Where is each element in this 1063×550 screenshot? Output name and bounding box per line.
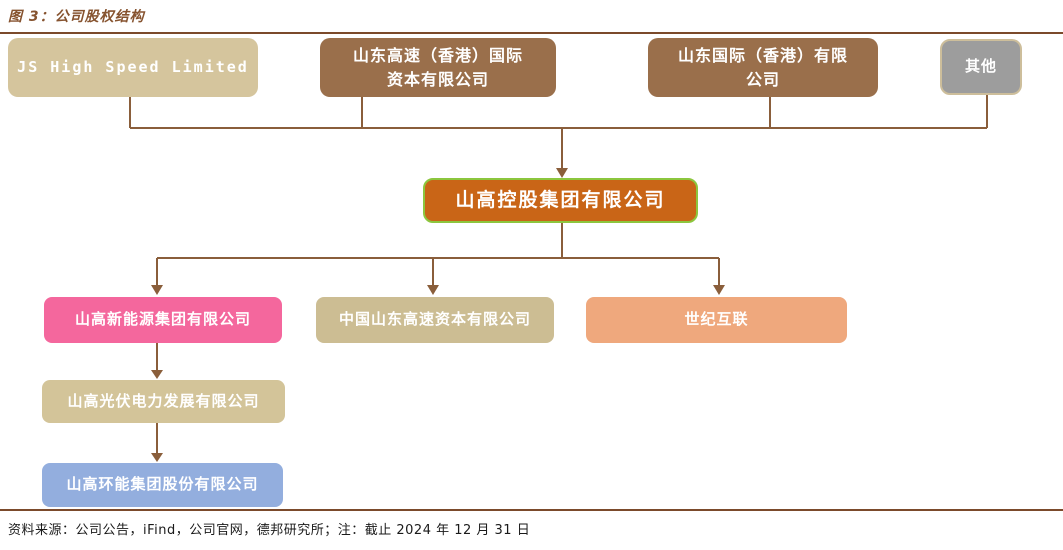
bottom-divider — [0, 509, 1063, 511]
org-box-china-sdgs-capital: 中国山东高速资本有限公司 — [316, 297, 554, 343]
figure-title: 图 3：公司股权结构 — [8, 9, 145, 25]
org-box-label: 山东国际（香港）有限公司 — [677, 46, 848, 89]
org-box-label: 山东高速（香港）国际资本有限公司 — [352, 46, 523, 89]
org-box-holding: 山高控股集团有限公司 — [423, 178, 698, 223]
org-box-label: 山高新能源集团有限公司 — [74, 310, 251, 329]
org-box-huanneng: 山高环能集团股份有限公司 — [42, 463, 283, 507]
org-box-pv-power: 山高光伏电力发展有限公司 — [42, 380, 285, 423]
org-box-label: 世纪互联 — [684, 310, 749, 329]
org-box-label: 中国山东高速资本有限公司 — [338, 310, 531, 329]
org-box-other: 其他 — [940, 39, 1022, 95]
org-box-sd-intl-hk: 山东国际（香港）有限公司 — [648, 38, 878, 97]
org-box-label: 其他 — [964, 57, 997, 76]
org-box-vnet: 世纪互联 — [586, 297, 847, 343]
org-box-label: 山高光伏电力发展有限公司 — [67, 391, 260, 410]
source-note: 资料来源：公司公告，iFind，公司官网，德邦研究所；注：截止 2024 年 1… — [8, 523, 531, 538]
org-box-label: 山高控股集团有限公司 — [455, 188, 666, 211]
top-divider — [0, 32, 1063, 34]
org-box-sdgs-hk-capital: 山东高速（香港）国际资本有限公司 — [320, 38, 556, 97]
org-box-new-energy: 山高新能源集团有限公司 — [44, 297, 282, 343]
org-box-label: JS High Speed Limited — [17, 57, 249, 76]
org-box-label: 山高环能集团股份有限公司 — [66, 475, 259, 494]
org-box-js-high-speed: JS High Speed Limited — [8, 38, 258, 97]
